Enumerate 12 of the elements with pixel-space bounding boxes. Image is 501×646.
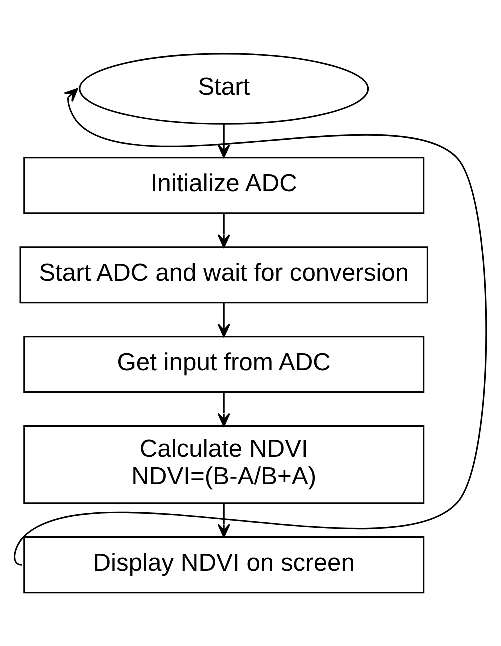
arrow (218, 124, 230, 158)
arrow (218, 213, 230, 248)
node-box: Start ADC and wait for conversion (20, 246, 428, 304)
arrow (218, 392, 230, 426)
node-box: Initialize ADC (24, 156, 425, 214)
arrow (218, 503, 230, 538)
node-box: Get input from ADC (24, 336, 425, 393)
node-ellipse: Start (79, 52, 370, 124)
arrow (218, 302, 230, 338)
node-box: Calculate NDVI NDVI=(B-A/B+A) (24, 425, 425, 504)
arrow (14, 88, 488, 566)
node-box: Display NDVI on screen (24, 536, 425, 594)
